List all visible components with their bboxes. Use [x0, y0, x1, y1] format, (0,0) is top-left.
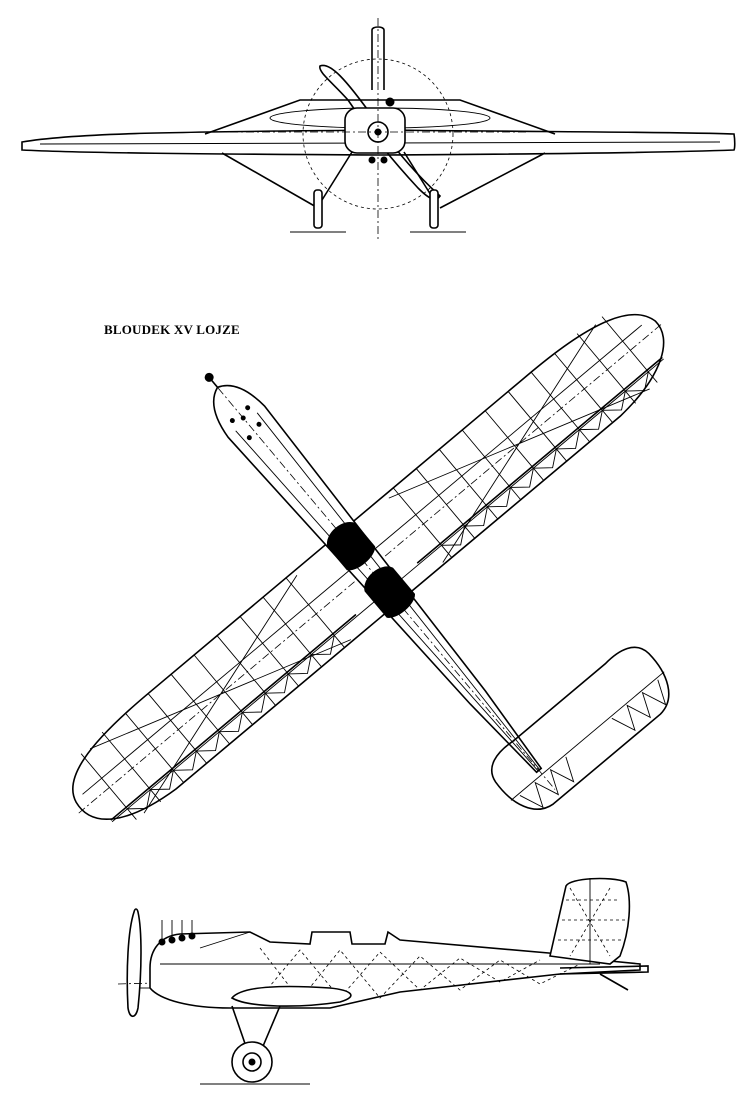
front-center-line: [230, 18, 526, 240]
side-fin-rudder: [549, 877, 649, 975]
drawing-title: BLOUDEK XV LOJZE: [104, 322, 240, 337]
propeller-disc: [302, 58, 454, 210]
side-tailskid: [599, 973, 629, 991]
top-tailplane: [490, 646, 670, 810]
front-wing-struts: [221, 152, 546, 209]
engine-cowling: [344, 26, 406, 164]
cockpit-front: [327, 522, 376, 571]
front-view: [21, 18, 736, 240]
front-landing-gear: [290, 151, 466, 233]
side-view: [117, 877, 649, 1085]
wing-ribs: [80, 316, 658, 820]
top-view: [72, 313, 670, 823]
side-wing-section: [230, 985, 352, 1007]
wing-bracing: [89, 324, 663, 821]
cockpit-rear: [364, 566, 416, 618]
side-landing-gear: [200, 1005, 310, 1085]
